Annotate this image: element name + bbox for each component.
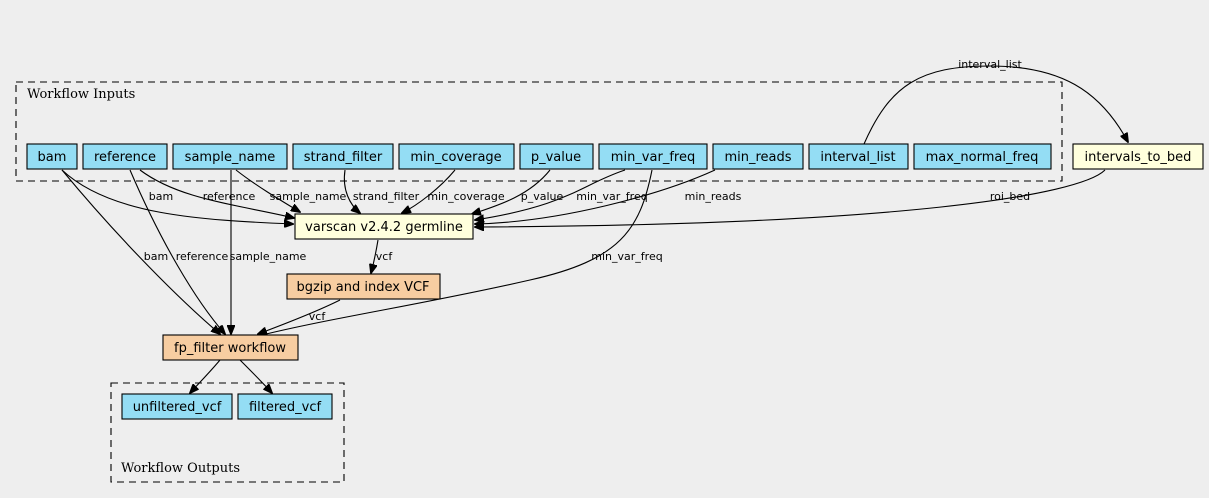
edge-label-interval-list: interval_list — [958, 58, 1022, 71]
node-unfiltered-vcf[interactable]: unfiltered_vcf — [121, 393, 233, 420]
edge-label-vcf-bgzip: vcf — [376, 250, 394, 263]
node-min-coverage-label: min_coverage — [410, 150, 501, 165]
edge-bam-to-fp-filter — [61, 169, 220, 334]
edge-reference-to-varscan — [139, 169, 294, 218]
edge-label-p-value-varscan: p_value — [521, 190, 564, 203]
edge-min-var-freq-to-varscan — [475, 169, 626, 220]
node-fp-filter[interactable]: fp_filter workflow — [162, 334, 299, 361]
edge-interval-list-to-intervals-to-bed — [863, 65, 1128, 145]
edge-label-reference-varscan: reference — [203, 190, 256, 203]
edge-sample-name-to-varscan — [235, 169, 300, 212]
node-bgzip[interactable]: bgzip and index VCF — [286, 273, 441, 300]
node-filtered-vcf-label: filtered_vcf — [249, 400, 322, 415]
node-min-reads-label: min_reads — [724, 150, 791, 165]
workflow-inputs-label: Workflow Inputs — [27, 87, 135, 102]
node-varscan-label: varscan v2.4.2 germline — [305, 220, 463, 235]
node-interval-list-label: interval_list — [820, 150, 895, 165]
node-strand-filter[interactable]: strand_filter — [292, 143, 394, 170]
node-max-normal-freq[interactable]: max_normal_freq — [913, 143, 1052, 170]
node-min-coverage[interactable]: min_coverage — [398, 143, 515, 170]
edge-vcf-to-bgzip — [371, 239, 379, 273]
edge-bam-to-varscan — [61, 169, 293, 224]
edge-label-bam-fp: bam — [144, 250, 168, 263]
node-bam-label: bam — [38, 150, 67, 165]
edge-label-reference-fp: reference — [176, 250, 229, 263]
node-min-var-freq-label: min_var_freq — [611, 150, 695, 165]
node-sample-name[interactable]: sample_name — [172, 143, 288, 170]
edge-label-bam-varscan: bam — [149, 190, 173, 203]
edge-p-value-to-varscan — [472, 169, 551, 214]
node-intervals-to-bed[interactable]: intervals_to_bed — [1072, 143, 1204, 170]
node-fp-filter-label: fp_filter workflow — [174, 341, 286, 356]
edge-reference-to-fp-filter — [129, 169, 225, 334]
workflow-outputs-label: Workflow Outputs — [121, 461, 240, 476]
edge-vcf-to-fp-filter — [258, 299, 341, 334]
node-interval-list[interactable]: interval_list — [808, 143, 909, 170]
edge-label-min-coverage-varscan: min_coverage — [427, 190, 505, 203]
edge-roi-bed — [475, 169, 1106, 227]
edge-fp-to-filtered — [239, 359, 272, 393]
edge-label-min-var-freq-varscan: min_var_freq — [576, 190, 647, 203]
node-max-normal-freq-label: max_normal_freq — [926, 150, 1039, 165]
node-strand-filter-label: strand_filter — [304, 150, 383, 165]
edge-label-min-var-freq-fp: min_var_freq — [591, 250, 662, 263]
edge-strand-filter-to-varscan — [343, 169, 360, 213]
node-reference[interactable]: reference — [82, 143, 168, 170]
node-p-value-label: p_value — [531, 150, 581, 165]
edge-fp-to-unfiltered — [190, 359, 221, 393]
edges: interval_list roi_bed bam reference samp… — [61, 58, 1128, 393]
node-varscan[interactable]: varscan v2.4.2 germline — [294, 213, 474, 240]
node-unfiltered-vcf-label: unfiltered_vcf — [133, 400, 222, 415]
edge-label-min-reads-varscan: min_reads — [685, 190, 742, 203]
node-bgzip-label: bgzip and index VCF — [296, 280, 429, 295]
edge-label-sample-name-fp: sample_name — [230, 250, 307, 263]
edge-label-sample-name-varscan: sample_name — [270, 190, 347, 203]
edge-label-vcf-fp: vcf — [309, 310, 327, 323]
edge-min-reads-to-varscan — [475, 169, 716, 224]
node-bam[interactable]: bam — [26, 143, 78, 170]
node-min-reads[interactable]: min_reads — [712, 143, 804, 170]
node-min-var-freq[interactable]: min_var_freq — [598, 143, 708, 170]
edge-label-strand-filter-varscan: strand_filter — [353, 190, 420, 203]
node-intervals-to-bed-label: intervals_to_bed — [1085, 150, 1192, 165]
nodes: bam reference sample_name strand_filter … — [26, 143, 1204, 420]
node-reference-label: reference — [94, 150, 156, 165]
workflow-outputs-cluster: Workflow Outputs — [110, 382, 345, 483]
edge-min-var-freq-to-fp-filter — [258, 169, 653, 336]
node-filtered-vcf[interactable]: filtered_vcf — [237, 393, 333, 420]
node-p-value[interactable]: p_value — [519, 143, 594, 170]
edge-min-coverage-to-varscan — [402, 169, 456, 213]
node-sample-name-label: sample_name — [185, 150, 276, 165]
edge-label-roi-bed: roi_bed — [990, 190, 1030, 203]
